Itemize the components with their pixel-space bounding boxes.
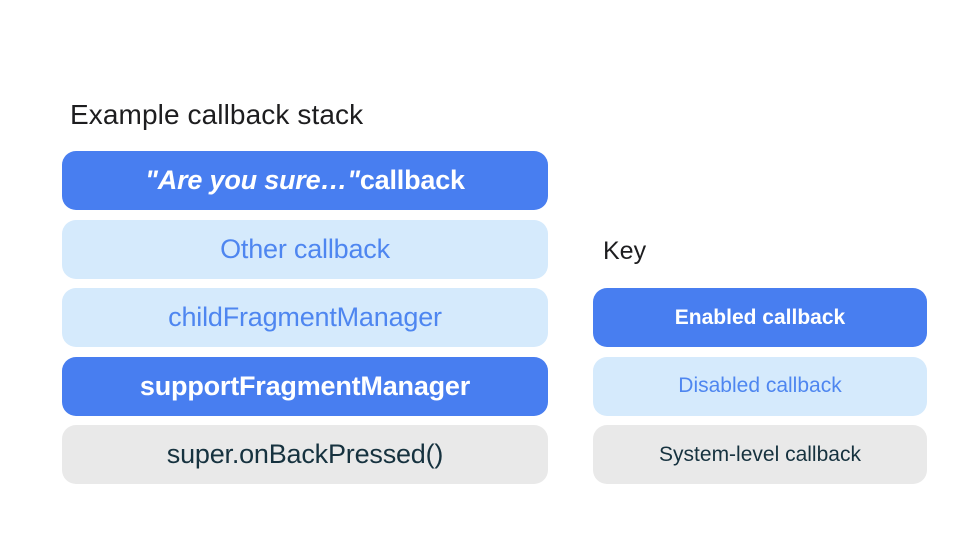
- stack-item-child-fragment-manager: childFragmentManager: [62, 288, 548, 347]
- key-item-disabled-callback: Disabled callback: [593, 356, 927, 416]
- stack-item-label: supportFragmentManager: [139, 370, 471, 401]
- callback-stack: "Are you sure…" callback Other callback …: [62, 151, 548, 484]
- stack-item-other-callback: Other callback: [62, 219, 548, 279]
- key-item-label: Disabled callback: [678, 374, 842, 397]
- stack-item-super-on-back-pressed: super.onBackPressed(): [62, 425, 548, 484]
- stack-item-label-rest: callback: [359, 165, 465, 195]
- key-title: Key: [603, 237, 647, 265]
- stack-item-support-fragment-manager: supportFragmentManager: [62, 356, 548, 416]
- key-item-enabled-callback: Enabled callback: [593, 288, 927, 347]
- key-item-label: System-level callback: [659, 442, 861, 466]
- key-legend: Enabled callback Disabled callback Syste…: [593, 288, 927, 484]
- stack-item-label: Other callback: [220, 233, 390, 264]
- stack-item-are-you-sure-callback: "Are you sure…" callback: [62, 151, 548, 210]
- stack-item-label: super.onBackPressed(): [166, 439, 444, 469]
- key-item-system-level-callback: System-level callback: [593, 425, 927, 484]
- key-item-label: Enabled callback: [674, 305, 846, 329]
- stack-item-label-italic: "Are you sure…": [145, 165, 360, 195]
- stack-item-label: childFragmentManager: [168, 302, 442, 332]
- page-title: Example callback stack: [70, 99, 364, 130]
